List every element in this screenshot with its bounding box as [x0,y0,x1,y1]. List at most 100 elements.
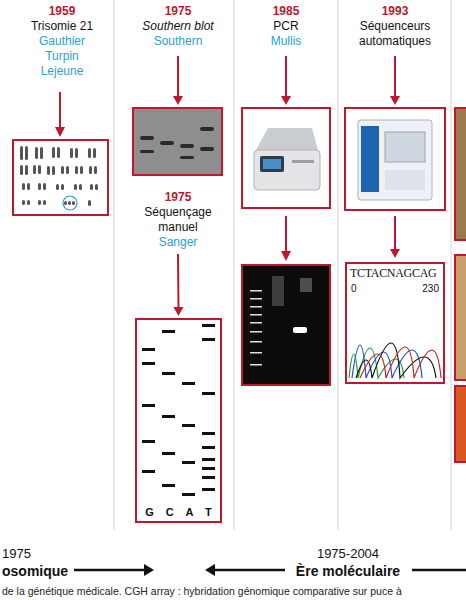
author-names: Gauthier Turpin Lejeune [32,34,92,79]
era-dates: 1975 [2,546,31,561]
karyotype-image-part-part [52,147,55,158]
sequencer-image-part [358,120,432,200]
node-text: TCTACNAGCAG [350,266,436,280]
figure-caption: de la génétique médicale. CGH array : hy… [2,585,402,597]
sanger-gel-image-part-part [202,338,215,341]
pcr-gel-image-part-part [250,298,262,300]
node-text: PCR [236,19,336,34]
pcr-gel-image [242,265,330,385]
author-names: Southern [128,34,228,49]
year-label: 1993 [345,4,445,19]
milestone-header: 1975Southern blotSouthern [128,4,228,49]
sanger-gel-image-part-part [182,424,195,427]
karyotype-image-part-part [43,200,46,205]
pcr-gel-image-part-part [250,341,262,343]
red-arrows-part [390,249,400,258]
era-arrows-part [412,569,466,572]
sanger-gel-image-part-part [202,324,215,327]
era-arrows-part [205,564,215,576]
karyotype-image-part-part [64,201,67,205]
karyotype-image-part-part [70,148,73,158]
sanger-gel-image-part-part [202,458,215,461]
sanger-gel-image-part-part [142,362,155,365]
column-separators-part [234,0,235,530]
karyotype-image-part-part [68,201,71,205]
sanger-gel-image-part-part [142,440,155,443]
node-text: Séquenceurs automatiques [350,19,440,49]
red-arrows-part [55,127,65,137]
pcr-gel-image-part-part [250,314,262,316]
karyotype-image-part-part [27,183,30,190]
author-names: Mullis [236,34,336,49]
karyotype-image-part-part [90,184,93,190]
milestone-header: 1975Séquençage manuelSanger [128,190,228,250]
journal-covers-part [455,108,466,240]
karyotype-image-part-part [74,184,77,190]
karyotype-image-part-part [43,183,46,190]
pcr-gel-image-part [272,276,284,306]
milestone-header: 1959Trisomie 21Gauthier Turpin Lejeune [12,4,112,79]
karyotype-image-part-part [89,166,92,174]
karyotype-image-part-part [56,184,59,190]
sanger-gel-image-part-part [142,404,155,407]
sanger-gel-image-part [142,324,215,496]
era-arrows [74,564,466,576]
pcr-gel-image-part-part [250,306,262,308]
pcr-machine-image-part [263,159,281,169]
year-label: 1975 [128,190,228,205]
pcr-machine-image-part [260,156,284,172]
year-label: 1985 [236,4,336,19]
karyotype-image-part-part [35,147,38,159]
sequencer-image-part [345,108,445,210]
column-separators-part [114,0,115,530]
sanger-gel-image-part [135,318,222,523]
karyotype-image-part-part [25,146,28,160]
southern-blot-image-part-part [200,127,214,131]
pcr-machine-image [242,108,330,208]
year-label: 1959 [12,4,112,19]
karyotype-image-part-part [38,200,41,205]
pcr-machine-image-part [256,128,318,150]
node-text: Trisomie 21 [12,19,112,34]
karyotype-image [13,140,108,215]
sanger-gel-image-part-part [142,470,155,473]
karyotype-image-part-part [25,165,28,175]
southern-blot-image-part [133,108,222,175]
karyotype-image-part-part [38,165,41,174]
karyotype-image-part-part [27,200,30,205]
journal-covers [455,108,466,462]
karyotype-image-part-part [22,200,25,205]
red-arrows-part [281,251,291,261]
pcr-machine-image-part [254,150,320,190]
red-arrows-part [173,96,183,105]
sanger-gel-image-part-part [162,372,175,375]
red-arrows-part [390,96,400,105]
red-arrows-part [285,216,287,252]
sanger-gel-image-part-part [162,330,175,333]
sequencer-image [345,108,445,210]
pcr-machine-image-part [292,160,314,163]
chromatogram-image-part-part [360,347,441,378]
era-dates: 1975-2004 [290,546,406,561]
southern-blot-image-part-part [140,136,154,140]
karyotype-image-part-part [72,201,75,205]
sanger-gel-image-part-part [162,415,175,418]
sanger-gel-image-part-part [202,488,215,491]
era-arrows-part [74,569,146,572]
sanger-gel-image-part-part [162,484,175,487]
pcr-gel-image-part [300,278,312,292]
karyotype-image-part-part [20,146,23,160]
southern-blot-image-part-part [180,144,194,148]
sanger-gel-image-part-part [202,446,215,449]
red-arrows-part [59,92,61,128]
era-name: Ère moléculaire [290,563,406,579]
karyotype-image-part-part [79,184,82,190]
karyotype-image-part-part [47,166,50,175]
chromatogram-box: TCTACNAGCAG0230 [345,262,445,384]
sanger-gel-image-part-part [162,452,175,455]
era-arrows-part [215,569,285,572]
column-separators-part [451,0,452,530]
karyotype-image-part-part [80,166,83,174]
karyotype-image-part-part [20,165,23,175]
